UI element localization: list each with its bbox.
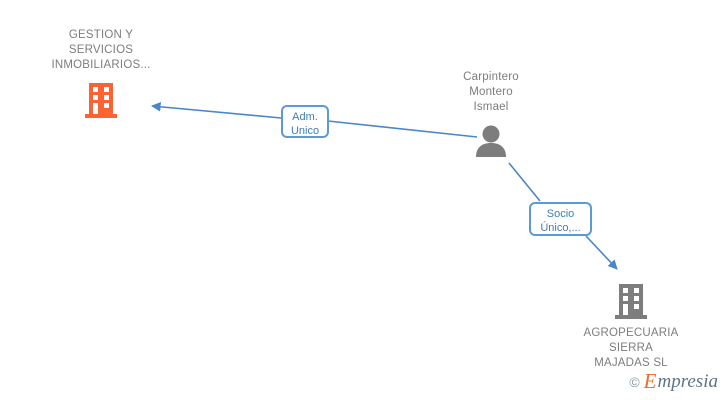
node-company-agropecuaria-label: AGROPECUARIA SIERRA MAJADAS SL <box>583 327 679 369</box>
brand-initial: E <box>643 369 657 393</box>
node-company-gestion-label: GESTION Y SERVICIOS INMOBILIARIOS... <box>51 29 151 71</box>
edge-label-adm-unico[interactable]: Adm. Unico <box>281 105 329 138</box>
building-icon <box>615 284 647 319</box>
person-icon <box>476 125 506 157</box>
edge-socio-unico-segment-bottom <box>585 235 618 270</box>
building-icon-wrap-gestion <box>21 79 181 119</box>
building-icon <box>85 83 117 118</box>
brand-name: mpresia <box>657 371 718 392</box>
edge-label-socio-unico[interactable]: Socio Único,... <box>529 202 592 236</box>
node-person-carpintero-label: Carpintero Montero Ismael <box>463 71 519 113</box>
node-person-carpintero[interactable]: Carpintero Montero Ismael <box>421 70 561 157</box>
edge-socio-unico-segment-top <box>508 162 541 202</box>
copyright-icon: © <box>629 373 640 390</box>
empresia-watermark: © E mpresia <box>629 369 718 393</box>
person-icon-wrap-carpintero <box>421 123 561 157</box>
node-company-gestion[interactable]: GESTION Y SERVICIOS INMOBILIARIOS... <box>21 28 181 119</box>
building-icon-wrap-agropecuaria <box>551 280 711 320</box>
node-company-agropecuaria[interactable]: AGROPECUARIA SIERRA MAJADAS SL <box>551 280 711 371</box>
